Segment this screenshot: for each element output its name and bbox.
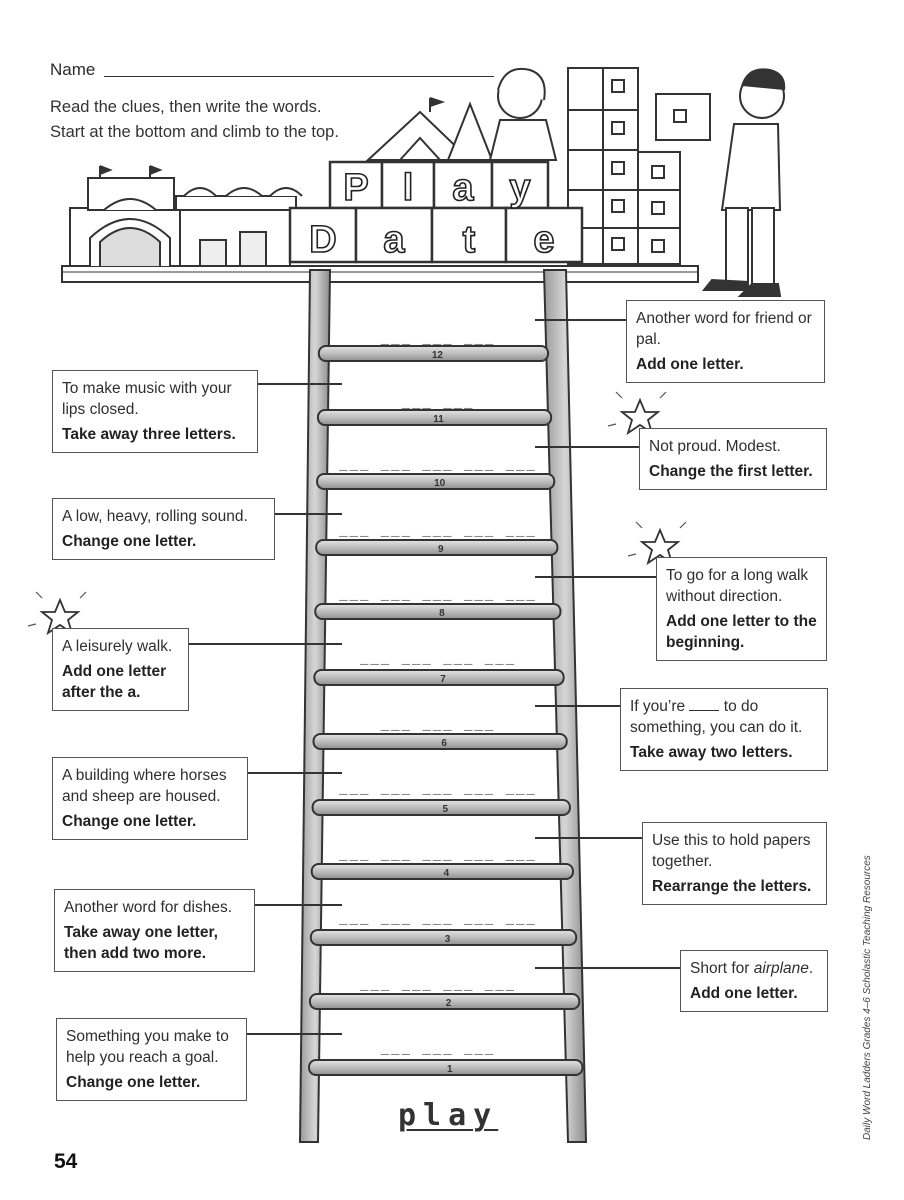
- clue-text: Another word for friend or pal.: [636, 310, 812, 348]
- answer-blank-12[interactable]: ___ ___ ___: [380, 332, 496, 348]
- clue-text-after: .: [808, 960, 814, 977]
- clue-action: Add one letter to the beginning.: [666, 613, 817, 651]
- ladder-rung: [309, 929, 578, 946]
- ladder-rung: [316, 409, 553, 426]
- clue-box-5: A building where horses and sheep are ho…: [52, 757, 248, 840]
- clue-action: Add one letter after the a.: [62, 663, 167, 701]
- answer-blank-11[interactable]: ___ ___: [401, 396, 475, 412]
- clue-text: Not proud. Modest.: [649, 438, 781, 455]
- clue-text: A leisurely walk.: [62, 638, 173, 655]
- name-label: Name: [50, 60, 96, 79]
- side-credit: Daily Word Ladders Grades 4–6 Scholastic…: [862, 855, 873, 1140]
- rung-number: 1: [447, 1064, 453, 1075]
- ladder-rung: [313, 669, 565, 686]
- clue-action: Rearrange the letters.: [652, 878, 812, 895]
- name-line[interactable]: [104, 76, 494, 77]
- answer-blank-5[interactable]: ___ ___ ___ ___ ___: [339, 782, 537, 798]
- title-letter: l: [403, 167, 414, 209]
- clue-text: Another word for dishes.: [64, 899, 233, 916]
- clue-action: Change the first letter.: [649, 463, 813, 480]
- clue-action: Change one letter.: [66, 1074, 201, 1091]
- clue-text: A building where horses and sheep are ho…: [62, 767, 227, 805]
- rung-number: 6: [441, 738, 447, 749]
- answer-blank-3[interactable]: ___ ___ ___ ___ ___: [339, 912, 537, 928]
- clue-action: Take away one letter, then add two more.: [64, 924, 218, 962]
- header-illustration: P l a y D a t e: [61, 67, 786, 297]
- ladder-rung: [308, 1059, 584, 1076]
- title-letter: y: [509, 167, 530, 209]
- ladder-rung: [312, 733, 568, 750]
- answer-blank-4[interactable]: ___ ___ ___ ___ ___: [339, 848, 537, 864]
- clue-text: If you’re to do something, you can do it…: [630, 696, 818, 738]
- rung-number: 4: [444, 868, 450, 879]
- clue-box-11: To make music with your lips closed. Tak…: [52, 370, 258, 453]
- ladder-rung: [310, 863, 574, 880]
- title-letter: a: [383, 219, 405, 261]
- clue-box-9: A low, heavy, rolling sound. Change one …: [52, 498, 275, 560]
- answer-blank-7[interactable]: ___ ___ ___ ___: [359, 652, 517, 668]
- clue-text-before: If you’re: [630, 698, 686, 715]
- answer-blank-10[interactable]: ___ ___ ___ ___ ___: [339, 458, 537, 474]
- answer-blank-9[interactable]: ___ ___ ___ ___ ___: [339, 524, 537, 540]
- ladder-rung: [317, 345, 550, 362]
- ladder-left-rail: [298, 269, 332, 1143]
- clue-action: Take away three letters.: [62, 426, 236, 443]
- answer-blank-2[interactable]: ___ ___ ___ ___: [359, 978, 517, 994]
- star-icon: [39, 597, 81, 636]
- rung-number: 8: [439, 608, 445, 619]
- clue-text-italic: airplane: [753, 960, 809, 977]
- ladder-rung: [308, 993, 581, 1010]
- ladder-rung: [311, 799, 571, 816]
- rung-number: 10: [434, 478, 446, 489]
- instruction-line-1: Read the clues, then write the words.: [50, 98, 322, 116]
- ladder-rung: [314, 603, 562, 620]
- clue-action: Change one letter.: [62, 533, 197, 550]
- clue-text-before: Short for: [690, 960, 750, 977]
- title-letter: a: [452, 167, 474, 209]
- title-letter: t: [463, 219, 476, 261]
- clue-action: Change one letter.: [62, 813, 197, 830]
- ladder-rung: [315, 539, 559, 556]
- start-word: play: [398, 1098, 499, 1133]
- rung-number: 7: [440, 674, 446, 685]
- clue-text: Use this to hold papers together.: [652, 832, 811, 870]
- ladder-rung: [316, 473, 556, 490]
- clue-text: A low, heavy, rolling sound.: [62, 508, 248, 525]
- title-letter: e: [533, 219, 554, 261]
- star-icon: [639, 527, 681, 566]
- title-letter: P: [343, 167, 368, 209]
- answer-blank-6[interactable]: ___ ___ ___: [380, 718, 496, 734]
- clue-box-1: Something you make to help you reach a g…: [56, 1018, 247, 1101]
- rung-number: 2: [446, 998, 452, 1009]
- title-letter: D: [309, 219, 336, 261]
- clue-box-12: Another word for friend or pal. Add one …: [626, 300, 825, 383]
- clue-box-6: If you’re to do something, you can do it…: [620, 688, 828, 771]
- clue-text: Short for airplane.: [690, 958, 818, 979]
- rung-number: 12: [432, 350, 444, 361]
- answer-blank-1[interactable]: ___ ___ ___: [380, 1042, 496, 1058]
- page-number: 54: [54, 1150, 78, 1173]
- clue-text: Something you make to help you reach a g…: [66, 1028, 229, 1066]
- clue-text-after: to do something, you can do it.: [630, 698, 803, 736]
- clue-action: Add one letter.: [690, 985, 798, 1002]
- star-icon: [619, 397, 661, 436]
- rung-number: 3: [445, 934, 451, 945]
- rung-number: 5: [442, 804, 448, 815]
- clue-box-7: A leisurely walk. Add one letter after t…: [52, 628, 189, 711]
- clue-action: Add one letter.: [636, 356, 744, 373]
- clue-action: Take away two letters.: [630, 744, 793, 761]
- clue-text: To go for a long walk without direction.: [666, 567, 809, 605]
- clue-box-3: Another word for dishes. Take away one l…: [54, 889, 255, 972]
- rung-number: 9: [438, 544, 444, 555]
- clue-text: To make music with your lips closed.: [62, 380, 232, 418]
- clue-box-4: Use this to hold papers together. Rearra…: [642, 822, 827, 905]
- inline-blank: [689, 710, 720, 711]
- clue-box-10: Not proud. Modest. Change the first lett…: [639, 428, 827, 490]
- instruction-line-2: Start at the bottom and climb to the top…: [50, 123, 339, 141]
- clue-box-8: To go for a long walk without direction.…: [656, 557, 827, 661]
- answer-blank-8[interactable]: ___ ___ ___ ___ ___: [339, 588, 537, 604]
- clue-box-2: Short for airplane. Add one letter.: [680, 950, 828, 1012]
- rung-number: 11: [433, 414, 444, 425]
